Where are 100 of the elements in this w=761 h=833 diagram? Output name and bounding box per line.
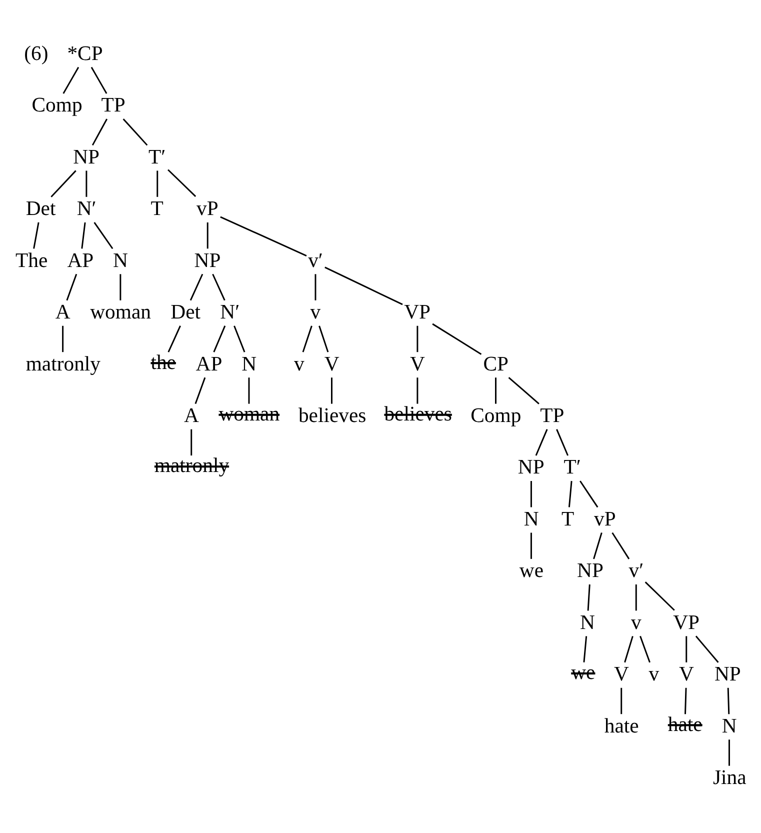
connector [122, 118, 148, 146]
node-text: V [678, 664, 694, 686]
connector [168, 169, 196, 197]
node-text: vP [594, 508, 616, 530]
node-text: matronly [26, 353, 100, 376]
connector [535, 429, 548, 456]
node-text: v [630, 612, 642, 634]
connector [695, 636, 719, 663]
connector [318, 326, 329, 352]
node-text: we [571, 662, 596, 684]
connector [324, 266, 403, 306]
node-text: v [648, 664, 660, 686]
connector [190, 429, 192, 456]
connector [620, 688, 622, 714]
node-text: V [410, 353, 425, 376]
node-text: NP [73, 146, 100, 168]
node-text: T′ [148, 146, 166, 168]
connector [568, 480, 572, 508]
connector [50, 170, 76, 198]
connector [302, 326, 312, 352]
node-text: TP [540, 404, 564, 427]
connector [314, 274, 316, 300]
node-text: N [524, 508, 539, 530]
node-text: matronly [154, 455, 230, 478]
connector [416, 378, 418, 404]
connector [234, 326, 246, 352]
connector [727, 688, 730, 714]
node-text: Det [26, 198, 56, 220]
connector [587, 584, 590, 611]
node-text: v′ [308, 250, 323, 272]
connector [94, 222, 114, 250]
node-text: N′ [76, 198, 96, 220]
node-text: v [310, 302, 321, 324]
node-text: TP [101, 94, 126, 117]
connector [62, 326, 64, 352]
node-text: *CP [67, 42, 103, 65]
node-text: V [324, 353, 340, 376]
connector [90, 66, 108, 94]
node-text: T [562, 508, 574, 530]
node-text: hate [604, 715, 639, 738]
node-text: hate [668, 714, 702, 736]
node-text: AP [67, 250, 94, 272]
connector [635, 584, 637, 611]
connector [495, 378, 496, 404]
node-text: NP [194, 250, 221, 272]
node-text: A [55, 302, 70, 324]
node-text: believes [384, 403, 452, 426]
node-text: Comp [32, 94, 82, 117]
node-text: N [242, 353, 257, 376]
node-text: woman [90, 302, 151, 324]
connector [530, 481, 532, 508]
connector [624, 636, 634, 663]
connector [686, 636, 688, 662]
node-text: VP [673, 612, 700, 634]
connector [190, 274, 204, 301]
connector [156, 170, 158, 197]
connector [212, 274, 226, 301]
node-text: The [16, 250, 48, 272]
connector [220, 216, 307, 256]
node-text: the [150, 352, 176, 374]
connector [593, 532, 602, 560]
connector [583, 636, 588, 662]
node-text: N [722, 715, 737, 738]
node-text: v′ [628, 560, 644, 582]
connector [508, 377, 540, 404]
connector [556, 429, 568, 456]
connector [612, 532, 630, 560]
connector [33, 222, 40, 249]
connector [580, 480, 598, 508]
node-text: Comp [470, 404, 522, 427]
connector [248, 378, 250, 404]
node-text: AP [196, 353, 222, 376]
node-text: N [580, 612, 595, 634]
connector [331, 378, 332, 404]
label: (6) [24, 42, 48, 65]
connector [728, 740, 730, 766]
connector [86, 170, 88, 197]
connector [194, 377, 206, 404]
connector [213, 326, 226, 352]
node-text: T [150, 198, 164, 220]
node-text: NP [714, 664, 741, 686]
node-text: N [113, 250, 128, 272]
node-text: believes [298, 404, 366, 427]
connector [644, 582, 675, 611]
node-text: we [519, 560, 544, 582]
node-text: NP [518, 456, 544, 479]
connector [81, 222, 86, 249]
node-text: Det [170, 302, 201, 324]
node-text: CP [483, 353, 508, 376]
node-text: woman [218, 403, 280, 426]
node-text: N′ [220, 302, 240, 324]
connector [684, 688, 687, 714]
connector [530, 532, 532, 559]
connector [640, 636, 650, 663]
node-text: vP [196, 198, 218, 220]
node-text: NP [577, 560, 604, 582]
connector [168, 326, 181, 352]
node-text: VP [404, 302, 431, 324]
connector [432, 323, 482, 355]
connector [416, 326, 418, 352]
